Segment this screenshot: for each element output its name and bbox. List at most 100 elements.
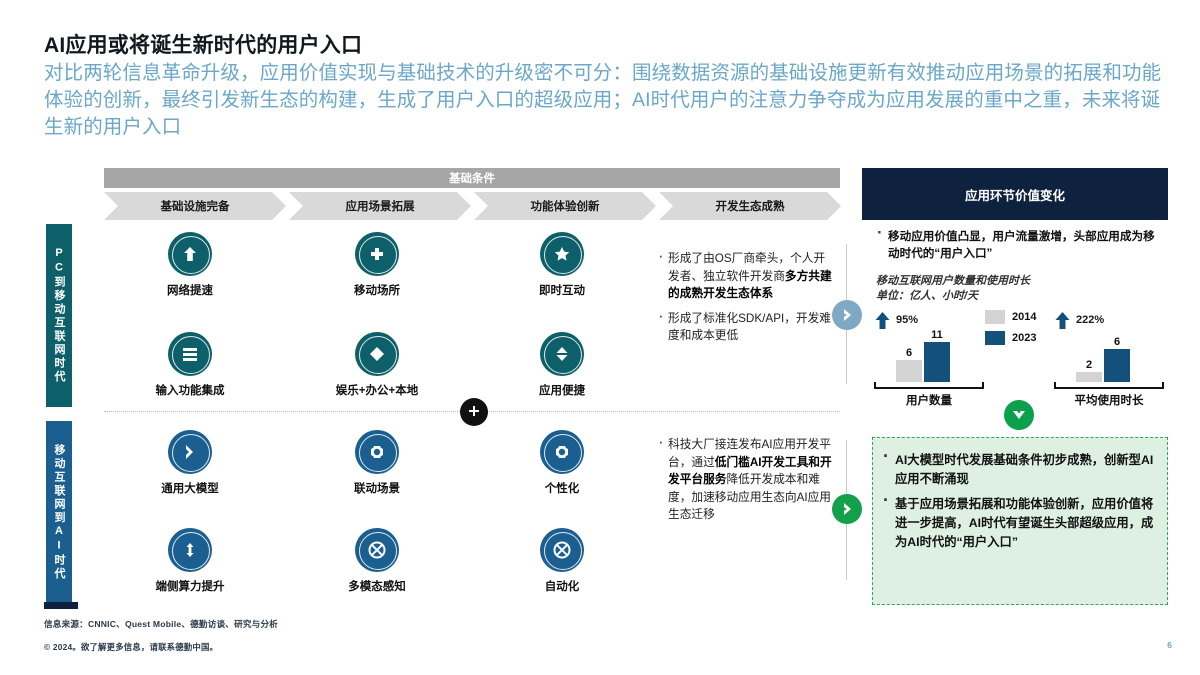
list-item: 形成了标准化SDK/API，开发难度和成本更低 xyxy=(657,307,832,345)
icon-cell-linked-scenarios[interactable]: 联动场景 xyxy=(302,430,452,496)
axis-bracket xyxy=(1054,382,1164,389)
plus-icon xyxy=(355,232,399,276)
up-down-arrow-icon xyxy=(168,528,212,572)
icon-cell-label: 自动化 xyxy=(544,581,580,593)
bar-2014: 2 xyxy=(1076,359,1102,382)
basic-conditions-band: 基础条件 xyxy=(104,168,840,188)
page-subtitle: 对比两轮信息革命升级，应用价值实现与基础技术的升级密不可分：围绕数据资源的基础设… xyxy=(44,62,1162,138)
ai-era-conclusion-box: AI大模型时代发展基础条件初步成熟，创新型AI应用不断涌现 基于应用场景拓展和功… xyxy=(872,437,1168,605)
icon-cell-label: 即时互动 xyxy=(539,285,585,297)
bar-value: 11 xyxy=(931,329,943,341)
gear-icon xyxy=(540,430,584,474)
icon-cell-network-speed[interactable]: 网络提速 xyxy=(115,232,265,298)
icon-cell-label: 应用便捷 xyxy=(539,385,585,397)
chevron-down-icon xyxy=(1004,400,1034,430)
icon-cell-label: 移动场所 xyxy=(354,285,400,297)
plus-icon xyxy=(460,398,488,426)
legend-item-2023: 2023 xyxy=(985,331,1036,345)
arrow-up-icon xyxy=(875,311,890,329)
footer-mark xyxy=(44,602,78,609)
bar-value: 6 xyxy=(1113,336,1121,348)
growth-value: 222% xyxy=(1076,314,1105,326)
icon-cell-mobile-place[interactable]: 移动场所 xyxy=(302,232,452,298)
copyright-note: © 2024。欲了解更多信息，请联系德勤中国。 xyxy=(44,642,219,652)
bullet-emphasis: 多方共建的成熟开发生态体系 xyxy=(668,269,832,301)
bullet-text: 形成了标准化SDK/API，开发难度和成本更低 xyxy=(668,311,831,343)
page-number: 6 xyxy=(1167,640,1172,650)
legend-item-2014: 2014 xyxy=(985,310,1036,324)
chart-caption: 移动互联网用户数量和使用时长 单位：亿人、小时/天 xyxy=(876,274,1166,304)
icon-cell-label: 端侧算力提升 xyxy=(155,581,225,593)
growth-value: 95% xyxy=(896,314,919,326)
icon-cell-label: 通用大模型 xyxy=(161,483,219,495)
star-icon xyxy=(540,232,584,276)
era-label-pc-to-mobile: PC到移动互联网时代 xyxy=(46,224,72,407)
lines-icon xyxy=(168,332,212,376)
chevron-right-icon xyxy=(832,300,862,330)
icon-cell-multimodal-perception[interactable]: 多模态感知 xyxy=(302,528,452,594)
stage-chevron-3[interactable]: 功能体验创新 xyxy=(474,192,656,220)
stage-chevron-2[interactable]: 应用场景拓展 xyxy=(289,192,471,220)
list-item: 科技大厂接连发布AI应用开发平台，通过低门槛AI开发工具和开发平台服务降低开发成… xyxy=(657,433,832,524)
bar-2023: 6 xyxy=(1104,336,1130,382)
stage-chevron-row: 基础设施完备 应用场景拓展 功能体验创新 开发生态成熟 xyxy=(104,192,840,220)
list-item: 形成了由OS厂商牵头，个人开发者、独立软件开发商多方共建的成熟开发生态体系 xyxy=(657,247,832,303)
chart-group-usage-time: 222% 2 6 平均使用时长 xyxy=(1054,310,1164,408)
icon-cell-instant-interaction[interactable]: 即时互动 xyxy=(487,232,637,298)
circle-x-icon xyxy=(355,528,399,572)
icon-cell-label: 个性化 xyxy=(544,483,580,495)
diamond-icon xyxy=(355,332,399,376)
icon-cell-label: 输入功能集成 xyxy=(155,385,225,397)
stage-chevron-1[interactable]: 基础设施完备 xyxy=(104,192,286,220)
icon-cell-label: 娱乐+办公+本地 xyxy=(335,385,419,397)
legend-swatch xyxy=(985,310,1005,324)
chart-caption-line2: 单位：亿人、小时/天 xyxy=(876,290,979,302)
icon-cell-general-llm[interactable]: 通用大模型 xyxy=(115,430,265,496)
page-title: AI应用或将诞生新时代的用户入口 xyxy=(44,34,363,57)
icon-cell-personalization[interactable]: 个性化 xyxy=(487,430,637,496)
arrow-up-icon xyxy=(1055,311,1070,329)
chevron-right-icon xyxy=(168,430,212,474)
growth-indicator: 95% xyxy=(874,310,984,330)
list-item: 移动应用价值凸显，用户流量激增，头部应用成为移动时代的“用户入口” xyxy=(876,224,1166,262)
gear-icon xyxy=(355,430,399,474)
middle-bullets-bottom: 科技大厂接连发布AI应用开发平台，通过低门槛AI开发工具和开发平台服务降低开发成… xyxy=(657,433,832,531)
icon-cell-entertainment-office-local[interactable]: 娱乐+办公+本地 xyxy=(302,332,452,398)
legend-label: 2014 xyxy=(1012,311,1037,323)
axis-bracket xyxy=(874,382,984,389)
bullet-text-tail: 降低开发成本和难度，加速移动应用生态向AI应用生态迁移 xyxy=(668,473,831,521)
bar-2014: 6 xyxy=(896,347,922,382)
stage-chevron-4[interactable]: 开发生态成熟 xyxy=(659,192,841,220)
chart-bars: 2 6 xyxy=(1054,332,1164,382)
arrow-up-icon xyxy=(168,232,212,276)
icon-cell-label: 联动场景 xyxy=(354,483,400,495)
list-item: AI大模型时代发展基础条件初步成熟，创新型AI应用不断涌现 xyxy=(883,447,1155,489)
bullet-text: 形成了由OS厂商牵头，个人开发者、独立软件开发商 xyxy=(668,252,826,283)
legend-label: 2023 xyxy=(1012,332,1037,344)
chart-caption-line1: 移动互联网用户数量和使用时长 xyxy=(876,275,1030,287)
value-change-header: 应用环节价值变化 xyxy=(862,168,1168,220)
icon-cell-label: 网络提速 xyxy=(167,285,213,297)
bar-value: 2 xyxy=(1085,359,1093,371)
bar-value: 6 xyxy=(905,347,913,359)
list-item: 基于应用场景拓展和功能体验创新，应用价值将进一步提高，AI时代有望诞生头部超级应… xyxy=(883,491,1155,552)
icon-cell-label: 多模态感知 xyxy=(348,581,406,593)
icon-cell-app-convenience[interactable]: 应用便捷 xyxy=(487,332,637,398)
legend-swatch xyxy=(985,331,1005,345)
circle-x-icon xyxy=(540,528,584,572)
chart-group-users: 95% 6 11 用户数量 xyxy=(874,310,984,408)
up-down-arrow-icon xyxy=(540,332,584,376)
growth-indicator: 222% xyxy=(1054,310,1164,330)
middle-bullets-top: 形成了由OS厂商牵头，个人开发者、独立软件开发商多方共建的成熟开发生态体系 形成… xyxy=(657,247,832,352)
bar-chart: 95% 6 11 用户数量 2014 xyxy=(874,310,1174,408)
icon-cell-automation[interactable]: 自动化 xyxy=(487,528,637,594)
right-panel-bullets: 移动应用价值凸显，用户流量激增，头部应用成为移动时代的“用户入口” xyxy=(876,224,1166,262)
icon-cell-input-integration[interactable]: 输入功能集成 xyxy=(115,332,265,398)
chart-group-label: 平均使用时长 xyxy=(1074,395,1144,407)
era-label-mobile-to-ai: 移动互联网到AI时代 xyxy=(46,421,72,604)
icon-cell-edge-compute[interactable]: 端侧算力提升 xyxy=(115,528,265,594)
bar-2023: 11 xyxy=(924,329,950,382)
chart-group-label: 用户数量 xyxy=(906,395,952,407)
source-note: 信息来源：CNNIC、Quest Mobile、德勤访谈、研究与分析 xyxy=(44,619,279,629)
